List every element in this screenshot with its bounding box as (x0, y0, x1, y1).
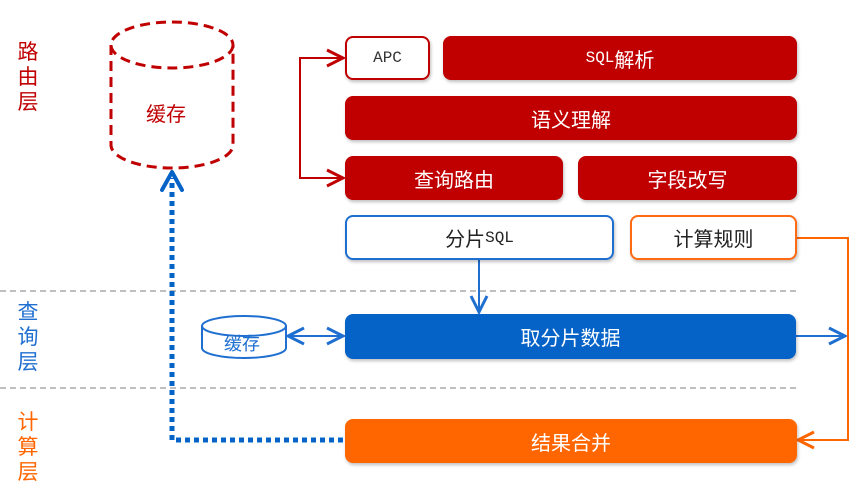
field-rewrite-box: 字段改写 (578, 156, 797, 200)
layer-label-compute: 计 算 层 (14, 410, 42, 485)
fetch-shard-data-label: 取分片数据 (520, 326, 621, 350)
apc-route-connector-bottom (299, 170, 343, 178)
sql-parse-suffix: 解析 (614, 47, 655, 72)
sql-parse-prefix: SQL (585, 49, 615, 67)
apc-route-connector-top (299, 58, 343, 178)
field-rewrite-label: 字段改写 (647, 167, 728, 192)
layer-label-routing: 路 由 层 (14, 40, 42, 115)
merge-cache-feedback (169, 178, 343, 443)
layer-char: 询 (17, 325, 39, 349)
cache-small-label: 缓存 (224, 334, 260, 355)
rules-merge-connector (797, 237, 849, 440)
semantic-label: 语义理解 (531, 107, 611, 132)
cache-large-cylinder (109, 20, 235, 170)
shard-sql-suffix: SQL (485, 228, 514, 247)
layer-char: 路 (17, 40, 39, 64)
layer-char: 层 (17, 90, 39, 114)
semantic-box: 语义理解 (345, 96, 797, 140)
layer-label-query: 查 询 层 (14, 300, 42, 375)
apc-box: APC (345, 36, 430, 80)
apc-label: APC (373, 49, 402, 67)
feedback-arrowhead-icon (160, 170, 184, 192)
layer-char: 层 (17, 460, 39, 484)
shard-sql-prefix: 分片 (445, 227, 486, 251)
fetch-shard-data-box: 取分片数据 (345, 314, 796, 359)
merge-results-label: 结果合并 (531, 430, 611, 455)
layer-char: 由 (17, 65, 39, 89)
compute-rules-box: 计算规则 (630, 215, 797, 260)
layer-char: 算 (17, 435, 39, 459)
layer-char: 查 (17, 300, 39, 324)
layer-char: 层 (17, 350, 39, 374)
query-route-label: 查询路由 (414, 167, 494, 192)
cache-small-cylinder (201, 315, 287, 359)
merge-results-box: 结果合并 (345, 419, 797, 463)
cache-large-label: 缓存 (146, 102, 186, 126)
query-route-box: 查询路由 (345, 156, 563, 200)
layer-char: 计 (17, 410, 39, 434)
compute-rules-label: 计算规则 (673, 227, 754, 251)
